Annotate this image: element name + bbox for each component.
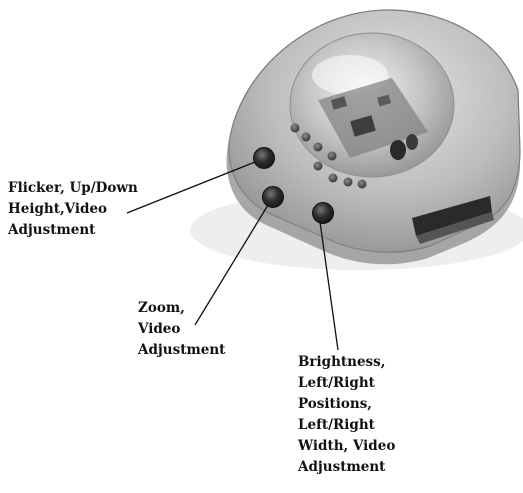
label-line: Brightness,: [298, 352, 395, 373]
label-line: Width, Video: [298, 436, 395, 457]
flicker-height-label: Flicker, Up/Down Height,Video Adjustment: [8, 178, 138, 241]
label-line: Positions,: [298, 394, 395, 415]
brightness-position-button[interactable]: [313, 203, 334, 224]
capacitor: [390, 140, 406, 160]
led-indicator: [314, 143, 323, 152]
label-line: Zoom,: [138, 298, 225, 319]
label-line: Video: [138, 319, 225, 340]
flicker-height-button[interactable]: [254, 148, 275, 169]
led-indicator: [358, 180, 367, 189]
label-line: Flicker, Up/Down: [8, 178, 138, 199]
label-line: Left/Right: [298, 373, 395, 394]
brightness-position-label: Brightness, Left/Right Positions, Left/R…: [298, 352, 395, 478]
label-line: Left/Right: [298, 415, 395, 436]
led-indicator: [329, 174, 338, 183]
label-line: Adjustment: [8, 220, 138, 241]
led-indicator: [328, 152, 337, 161]
led-indicator: [344, 178, 353, 187]
led-indicator: [291, 124, 300, 133]
label-line: Adjustment: [298, 457, 395, 478]
led-indicator: [314, 162, 323, 171]
led-indicator: [302, 133, 311, 142]
label-line: Height,Video: [8, 199, 138, 220]
capacitor-2: [406, 134, 418, 150]
label-line: Adjustment: [138, 340, 225, 361]
zoom-label: Zoom, Video Adjustment: [138, 298, 225, 361]
zoom-button[interactable]: [263, 187, 284, 208]
